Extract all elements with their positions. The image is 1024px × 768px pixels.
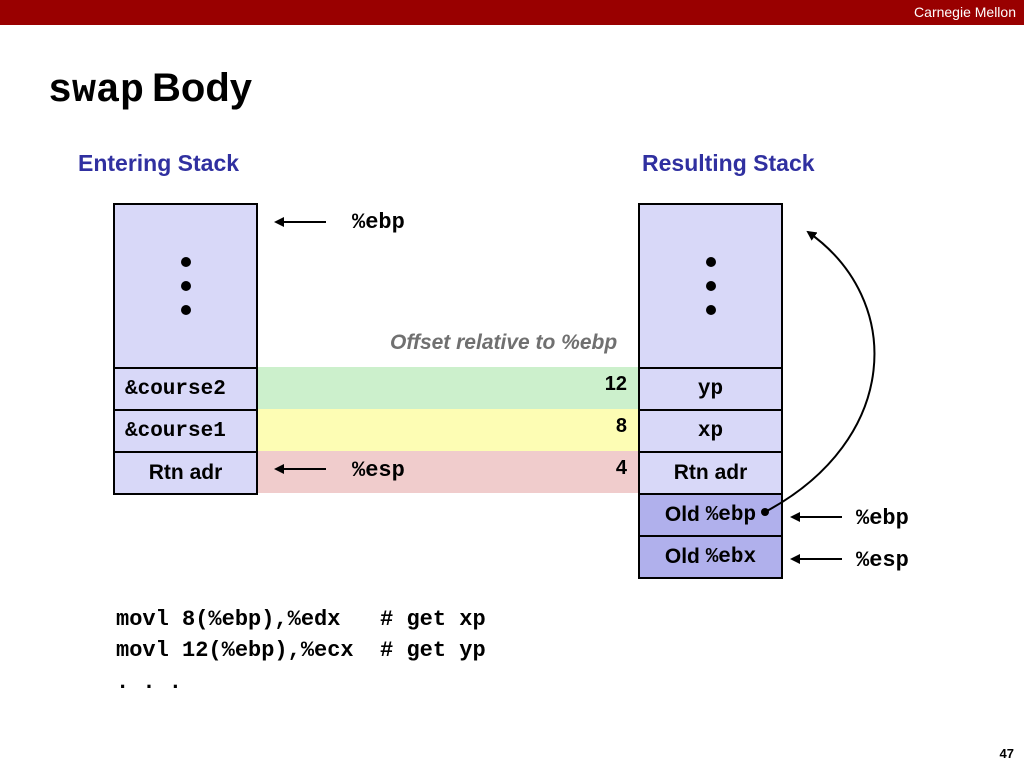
entering-stack-cell-rtn-adr: Rtn adr: [113, 451, 258, 495]
header-bar: Carnegie Mellon: [0, 0, 1024, 25]
old-ebp-register: %ebp: [705, 503, 757, 527]
offset-value-8: 8: [615, 415, 627, 437]
entering-stack-cell-course1: &course1: [113, 409, 258, 453]
offset-value-4: 4: [615, 457, 627, 479]
entering-ebp-label: %ebp: [352, 210, 405, 235]
ellipsis-dot: [180, 281, 191, 291]
offset-value-12: 12: [604, 373, 627, 395]
entering-stack-cell-course2: &course2: [113, 367, 258, 411]
code-line-3: . . .: [116, 670, 183, 695]
resulting-stack-cell-old-ebx: Old %ebx: [638, 535, 783, 579]
ellipsis-dot: [180, 257, 191, 267]
title-code: swap: [48, 69, 145, 114]
resulting-stack-cell-rtn-adr: Rtn adr: [638, 451, 783, 495]
offset-band-4: [256, 451, 640, 493]
offset-title: Offset relative to %ebp: [390, 331, 618, 354]
page-number: 47: [999, 746, 1014, 761]
old-ebx-prefix: Old: [664, 545, 706, 568]
brand-name: Carnegie Mellon: [914, 4, 1016, 20]
resulting-stack-cell-xp: xp: [638, 409, 783, 453]
old-ebx-register: %ebx: [705, 545, 757, 569]
resulting-stack-ellipsis-cell: [638, 203, 783, 369]
resulting-ebp-label: %ebp: [856, 506, 909, 531]
old-ebp-prefix: Old: [664, 503, 706, 526]
code-line-1: movl 8(%ebp),%edx # get xp: [116, 607, 486, 632]
title-text: Body: [152, 66, 253, 110]
entering-stack-ellipsis-cell: [113, 203, 258, 369]
entering-stack-heading: Entering Stack: [78, 150, 240, 176]
ellipsis-dot: [705, 305, 716, 315]
entering-esp-label: %esp: [352, 458, 405, 483]
ellipsis-dot: [180, 305, 191, 315]
resulting-stack-cell-yp: yp: [638, 367, 783, 411]
offset-band-8: [256, 409, 640, 451]
code-line-2: movl 12(%ebp),%ecx # get yp: [116, 638, 486, 663]
ellipsis-dot: [705, 257, 716, 267]
resulting-stack-heading: Resulting Stack: [642, 150, 815, 176]
resulting-stack-cell-old-ebp: Old %ebp: [638, 493, 783, 537]
resulting-esp-label: %esp: [856, 548, 909, 573]
offset-band-12: [256, 367, 640, 409]
ellipsis-dot: [705, 281, 716, 291]
